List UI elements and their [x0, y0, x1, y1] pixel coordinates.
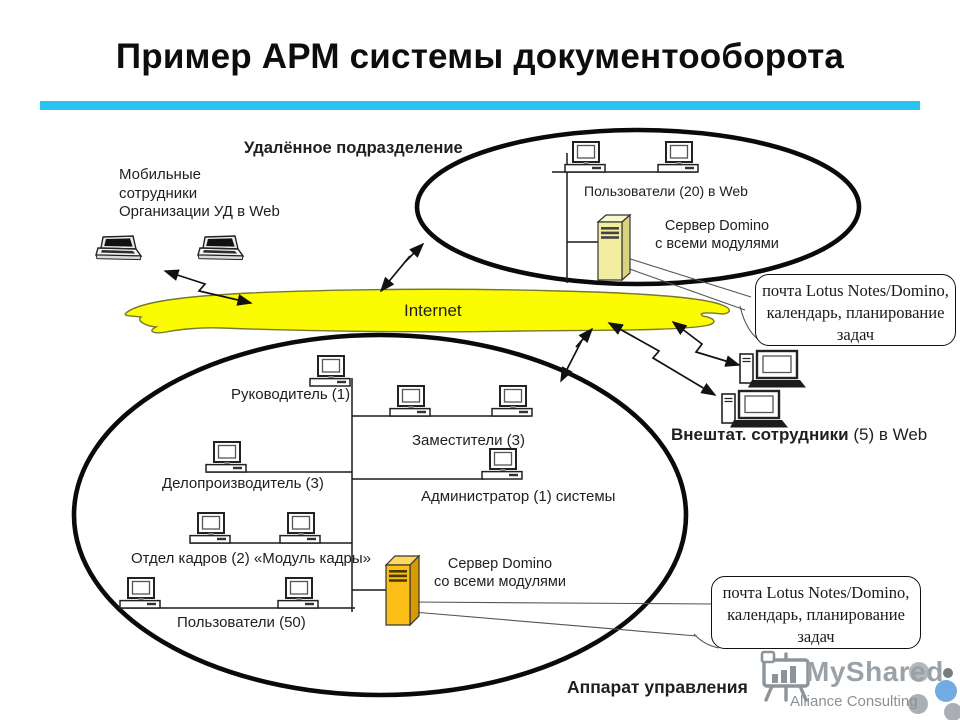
- arrow-internet-freelancer2: [607, 322, 717, 396]
- desktop-computer-icon: [205, 441, 247, 473]
- server-tower-icon-office: [384, 554, 421, 627]
- laptop-icon: [197, 235, 244, 261]
- desktop-computer-icon: [189, 512, 231, 544]
- callout-lotus-notes-bottom: почта Lotus Notes/Domino, календарь, пла…: [711, 576, 921, 649]
- accent-bar: [40, 101, 920, 110]
- arrow-office-internet: [560, 327, 594, 383]
- admin-label: Администратор (1) системы: [421, 488, 616, 505]
- arrow-internet-freelancer1: [671, 320, 741, 367]
- desktop-computer-icon: [309, 355, 351, 387]
- lightning-arrows: [163, 242, 741, 396]
- watermark-brand: MyShared: [806, 656, 944, 687]
- office-users-label: Пользователи (50): [177, 614, 306, 631]
- callout-lotus-notes-top: почта Lotus Notes/Domino, календарь, пла…: [755, 274, 956, 346]
- server-tower-icon-remote: [596, 213, 632, 282]
- desktop-computer-icon: [277, 577, 319, 609]
- remote-server-label: Сервер Domino с всеми модулями: [655, 218, 779, 252]
- desktop-computer-icon: [481, 448, 523, 480]
- laptop-icon: [95, 235, 142, 261]
- desktop-computer-icon: [657, 141, 699, 173]
- head-office-ellipse: [71, 332, 689, 698]
- internet-label: Internet: [404, 301, 462, 320]
- desktop-computer-icon: [119, 577, 161, 609]
- remote-users-label: Пользователи (20) в Web: [584, 183, 748, 199]
- freelance-label-bold: Внештат. сотрудники: [671, 425, 849, 444]
- workstation-icon: [738, 349, 808, 389]
- desktop-computer-icon: [279, 512, 321, 544]
- head-label: Руководитель (1): [231, 386, 351, 403]
- freelance-employees-label: Внештат. сотрудники (5) в Web: [671, 425, 927, 446]
- desktop-computer-icon: [389, 385, 431, 417]
- page-title: Пример АРМ системы документооборота: [115, 37, 845, 76]
- mobile-employees-label: Мобильные сотрудники Организации УД в We…: [119, 166, 280, 220]
- desktop-computer-icon: [564, 141, 606, 173]
- workstation-icon: [720, 389, 790, 429]
- remote-division-title: Удалённое подразделение: [244, 139, 463, 157]
- arrow-laptops-internet: [163, 269, 253, 306]
- watermark-dots: [908, 662, 960, 720]
- clerk-label: Делопроизводитель (3): [162, 475, 324, 492]
- remote-division-ellipse: [414, 127, 862, 287]
- deputies-label: Заместители (3): [412, 432, 525, 449]
- myshared-logo-icon: [760, 650, 810, 702]
- desktop-computer-icon: [491, 385, 533, 417]
- office-server-label: Сервер Domino со всеми модулями: [434, 556, 566, 590]
- hr-department-label: Отдел кадров (2) «Модуль кадры»: [131, 550, 371, 567]
- freelance-label-rest: (5) в Web: [848, 425, 928, 444]
- watermark-subtitle: Alliance Consulting: [790, 693, 918, 710]
- management-title: Аппарат управления: [567, 677, 748, 697]
- arrow-remote-internet: [379, 242, 425, 293]
